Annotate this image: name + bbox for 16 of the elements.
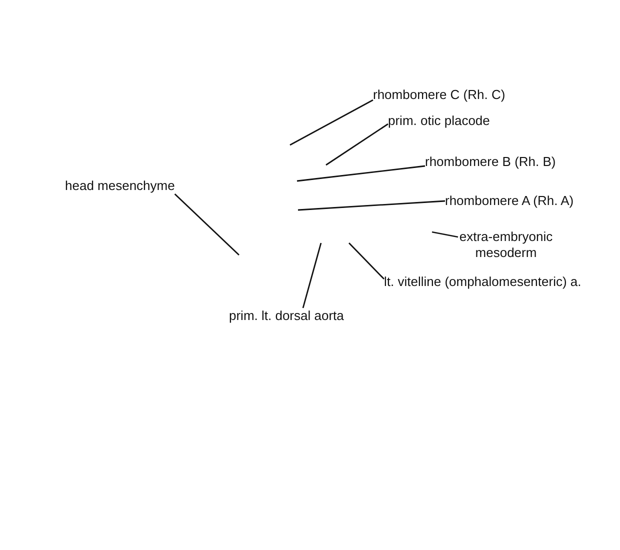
part-label: head mesenchyme [65, 178, 175, 194]
leader-line [290, 99, 374, 146]
leader-line [296, 165, 426, 182]
part-label: rhombomere A (Rh. A) [445, 193, 574, 209]
leader-line [432, 231, 458, 238]
leader-line [302, 242, 322, 308]
part-label: prim. lt. dorsal aorta [229, 308, 344, 324]
part-label: rhombomere B (Rh. B) [425, 154, 556, 170]
leader-line [326, 123, 388, 166]
part-label: extra-embryonic mesoderm [458, 229, 554, 261]
leader-line [348, 242, 384, 280]
leader-line [298, 200, 446, 211]
part-label: prim. otic placode [388, 113, 490, 129]
leader-line [174, 194, 240, 256]
part-label: lt. vitelline (omphalomesenteric) a. [384, 274, 582, 290]
part-label: rhombomere C (Rh. C) [373, 87, 506, 103]
